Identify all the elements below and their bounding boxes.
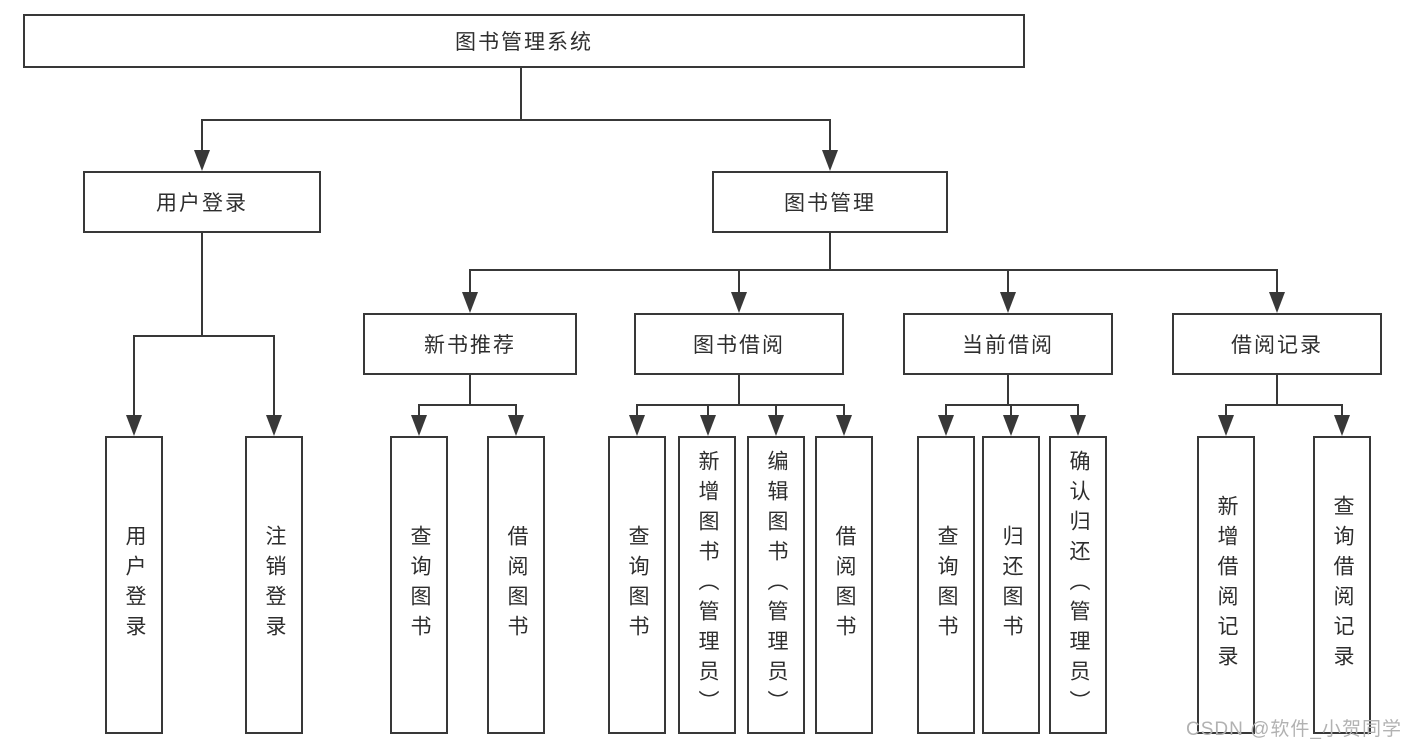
arrow-down-icon	[462, 292, 478, 313]
arrow-down-icon	[411, 415, 427, 436]
leaf-label: 编辑图书（管理员）	[765, 450, 788, 720]
arrow-down-icon	[629, 415, 645, 436]
connector-vline	[636, 404, 638, 418]
leaf-add-borrow-record: 新增借阅记录	[1197, 436, 1255, 734]
connector-vline	[1276, 375, 1278, 406]
leaf-label: 借阅图书	[505, 525, 528, 645]
connector-vline	[1276, 269, 1278, 295]
arrow-down-icon	[1269, 292, 1285, 313]
connector-vline	[515, 404, 517, 418]
leaf-label: 确认归还（管理员）	[1067, 450, 1090, 720]
node-book-management: 图书管理	[712, 171, 948, 233]
leaf-user-login: 用户登录	[105, 436, 163, 734]
leaf-label: 新增借阅记录	[1215, 495, 1238, 675]
arrow-down-icon	[1070, 415, 1086, 436]
node-library-management-system: 图书管理系统	[23, 14, 1025, 68]
connector-vline	[1007, 269, 1009, 295]
arrow-down-icon	[1218, 415, 1234, 436]
connector-hline	[418, 404, 517, 406]
leaf-recommend-borrow-books: 借阅图书	[487, 436, 545, 734]
arrow-down-icon	[1003, 415, 1019, 436]
connector-vline	[273, 335, 275, 418]
arrow-down-icon	[938, 415, 954, 436]
leaf-label: 注销登录	[263, 525, 286, 645]
leaf-label: 新增图书（管理员）	[696, 450, 719, 720]
connector-vline	[829, 233, 831, 271]
leaf-edit-books-admin: 编辑图书（管理员）	[747, 436, 805, 734]
connector-vline	[1077, 404, 1079, 418]
leaf-label: 借阅图书	[833, 525, 856, 645]
connector-vline	[1341, 404, 1343, 418]
leaf-confirm-return-admin: 确认归还（管理员）	[1049, 436, 1107, 734]
connector-vline	[469, 269, 471, 295]
connector-hline	[201, 119, 831, 121]
leaf-recommend-query-books: 查询图书	[390, 436, 448, 734]
arrow-down-icon	[126, 415, 142, 436]
arrow-down-icon	[768, 415, 784, 436]
leaf-current-query-books: 查询图书	[917, 436, 975, 734]
connector-vline	[520, 68, 522, 121]
node-book-borrowing: 图书借阅	[634, 313, 844, 375]
leaf-label: 查询图书	[935, 525, 958, 645]
connector-vline	[1007, 375, 1009, 406]
leaf-label: 查询图书	[626, 525, 649, 645]
connector-vline	[738, 375, 740, 406]
arrow-down-icon	[194, 150, 210, 171]
leaf-add-books-admin: 新增图书（管理员）	[678, 436, 736, 734]
connector-hline	[636, 404, 845, 406]
connector-vline	[133, 335, 135, 418]
connector-vline	[707, 404, 709, 418]
connector-hline	[133, 335, 275, 337]
arrow-down-icon	[836, 415, 852, 436]
connector-hline	[469, 269, 1278, 271]
leaf-borrowing-borrow-books: 借阅图书	[815, 436, 873, 734]
connector-vline	[1010, 404, 1012, 418]
leaf-borrowing-query-books: 查询图书	[608, 436, 666, 734]
connector-vline	[945, 404, 947, 418]
connector-hline	[945, 404, 1079, 406]
node-borrowing-records: 借阅记录	[1172, 313, 1382, 375]
connector-vline	[775, 404, 777, 418]
leaf-return-books: 归还图书	[982, 436, 1040, 734]
leaf-label: 查询图书	[408, 525, 431, 645]
leaf-label: 归还图书	[1000, 525, 1023, 645]
leaf-label: 查询借阅记录	[1331, 495, 1354, 675]
connector-vline	[738, 269, 740, 295]
leaf-query-borrow-record: 查询借阅记录	[1313, 436, 1371, 734]
connector-vline	[1225, 404, 1227, 418]
connector-vline	[469, 375, 471, 406]
node-new-book-recommendation: 新书推荐	[363, 313, 577, 375]
arrow-down-icon	[1000, 292, 1016, 313]
arrow-down-icon	[1334, 415, 1350, 436]
connector-hline	[1225, 404, 1343, 406]
connector-vline	[201, 119, 203, 153]
leaf-label: 用户登录	[123, 525, 146, 645]
connector-vline	[201, 233, 203, 337]
arrow-down-icon	[731, 292, 747, 313]
arrow-down-icon	[700, 415, 716, 436]
arrow-down-icon	[266, 415, 282, 436]
arrow-down-icon	[508, 415, 524, 436]
connector-vline	[829, 119, 831, 153]
node-user-login: 用户登录	[83, 171, 321, 233]
watermark: CSDN @软件_小贺同学	[1186, 719, 1402, 740]
connector-vline	[843, 404, 845, 418]
arrow-down-icon	[822, 150, 838, 171]
leaf-logout: 注销登录	[245, 436, 303, 734]
connector-vline	[418, 404, 420, 418]
node-current-borrowing: 当前借阅	[903, 313, 1113, 375]
